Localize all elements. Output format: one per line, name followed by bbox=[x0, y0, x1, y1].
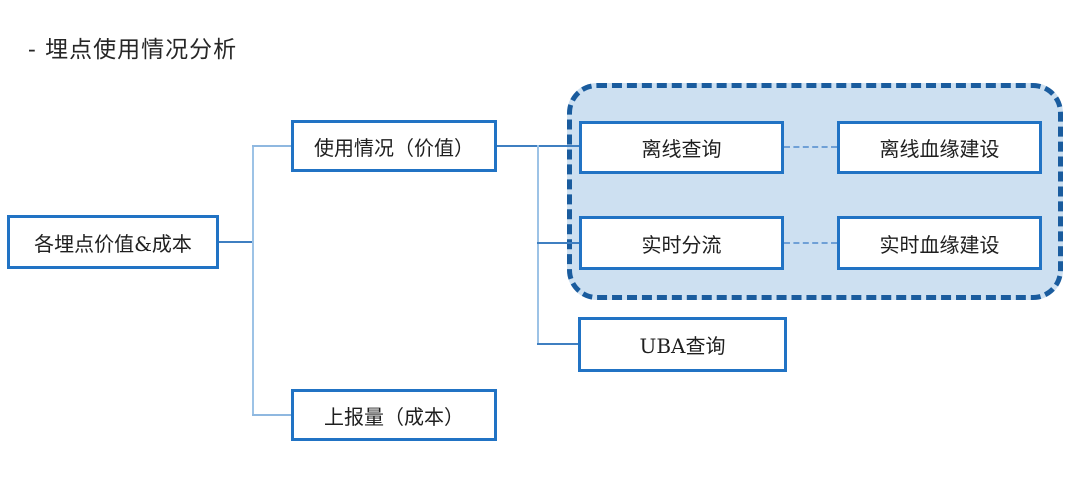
node-realtime-lineage: 实时血缘建设 bbox=[837, 216, 1042, 270]
connector-bracket-to-report bbox=[252, 414, 291, 416]
dotted-connector-offline bbox=[784, 146, 837, 148]
node-root-value-cost: 各埋点价值&成本 bbox=[7, 215, 219, 269]
page-title: - 埋点使用情况分析 bbox=[28, 37, 238, 63]
connector-bracket-to-usage bbox=[252, 145, 291, 147]
dotted-connector-realtime bbox=[784, 242, 837, 244]
connector-root-to-bracket bbox=[219, 241, 252, 243]
connector-bracket-level3 bbox=[537, 145, 539, 344]
node-report-cost: 上报量（成本） bbox=[291, 389, 497, 441]
connector-bracket-to-realtime-split bbox=[537, 242, 579, 244]
connector-bracket-to-uba-query bbox=[537, 343, 578, 345]
node-usage-value: 使用情况（价值） bbox=[291, 120, 497, 172]
node-offline-lineage: 离线血缘建设 bbox=[837, 121, 1042, 174]
connector-bracket-level2 bbox=[252, 145, 254, 415]
node-offline-query: 离线查询 bbox=[579, 121, 784, 174]
node-uba-query: UBA查询 bbox=[578, 317, 787, 372]
node-realtime-split: 实时分流 bbox=[579, 216, 784, 270]
